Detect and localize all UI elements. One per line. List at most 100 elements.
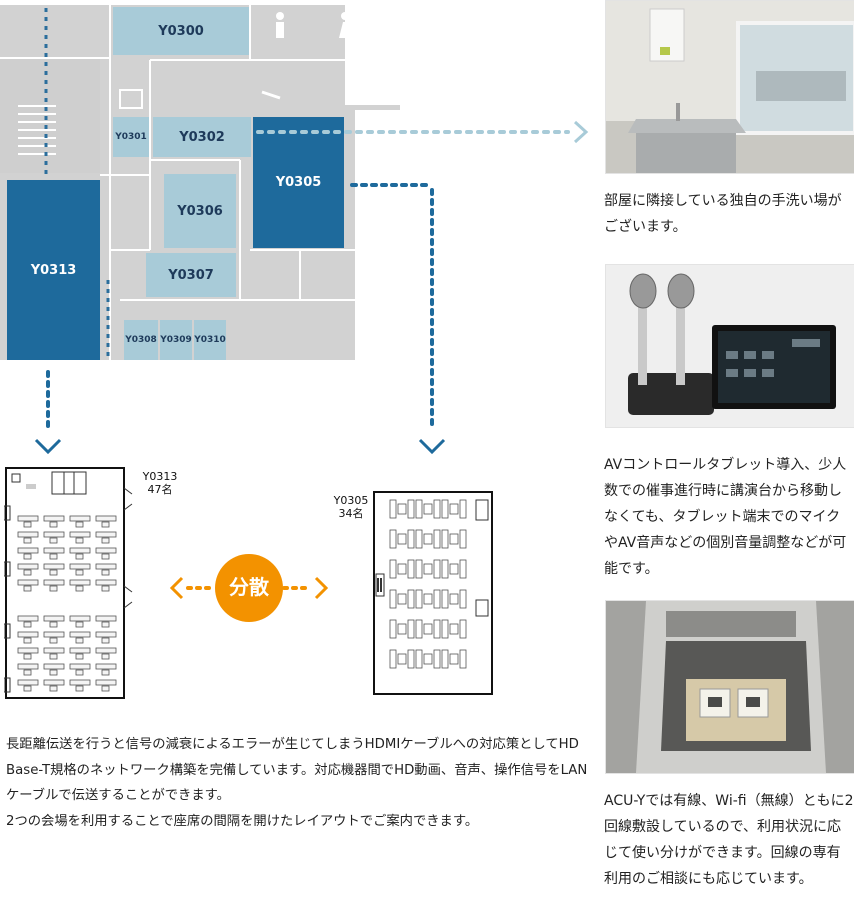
seat <box>75 569 84 576</box>
desk <box>95 615 117 622</box>
seat <box>449 623 459 635</box>
desk <box>95 579 117 586</box>
desk <box>415 559 423 579</box>
desk <box>415 529 423 549</box>
desk <box>17 547 39 554</box>
desk <box>17 531 39 538</box>
room-y0309[interactable]: Y0309 <box>160 320 192 360</box>
main-paragraph-2: 2つの会場を利用することで座席の間隔を開けたレイアウトでご案内できます。 <box>6 813 479 829</box>
desk <box>459 499 467 519</box>
desk <box>407 589 415 609</box>
room-y0306[interactable]: Y0306 <box>164 174 236 248</box>
desk <box>415 589 423 609</box>
room-y0301[interactable]: Y0301 <box>113 117 149 157</box>
seat <box>23 621 32 628</box>
desk <box>441 499 449 519</box>
seat <box>23 553 32 560</box>
desk <box>69 579 91 586</box>
caption-av-tablet: AVコントロールタブレット導入、少人数での催事進行時に講演台から移動しなくても、… <box>604 457 847 577</box>
room-y0300[interactable]: Y0300 <box>113 7 249 55</box>
desk <box>43 615 65 622</box>
seat <box>75 585 84 592</box>
layout-y0313 <box>4 467 133 699</box>
distribute-arrows <box>169 554 329 622</box>
desk <box>95 631 117 638</box>
seat <box>397 593 407 605</box>
seat <box>75 653 84 660</box>
desk <box>95 647 117 654</box>
caption-handwash: 部屋に隣接している独自の手洗い場がございます。 <box>604 193 842 235</box>
desk <box>441 529 449 549</box>
desk <box>407 649 415 669</box>
desk <box>69 547 91 554</box>
desk <box>433 589 441 609</box>
desk <box>17 615 39 622</box>
main-paragraph-1: 長距離伝送を行うと信号の減衰によるエラーが生じてしまうHDMIケーブルへの対応策… <box>6 737 588 803</box>
desk <box>69 679 91 686</box>
desk <box>43 547 65 554</box>
desk <box>95 663 117 670</box>
desk <box>69 531 91 538</box>
connector-lines <box>34 8 589 455</box>
seat <box>449 533 459 545</box>
room-y0307[interactable]: Y0307 <box>146 253 236 297</box>
room-y0313[interactable]: Y0313 <box>7 180 100 360</box>
desk <box>389 559 397 579</box>
seat <box>397 503 407 515</box>
desk <box>459 559 467 579</box>
desk <box>69 631 91 638</box>
desk <box>459 619 467 639</box>
desk <box>17 679 39 686</box>
desk <box>95 679 117 686</box>
seat <box>101 521 110 528</box>
room-y0310[interactable]: Y0310 <box>194 320 226 360</box>
seat <box>397 563 407 575</box>
seat <box>423 503 433 515</box>
seat <box>397 623 407 635</box>
desk <box>69 615 91 622</box>
arrow-down-icon <box>34 438 62 455</box>
layout-right-room: Y0305 <box>333 494 369 507</box>
seat <box>23 521 32 528</box>
room-y0302[interactable]: Y0302 <box>153 117 251 157</box>
seat <box>23 653 32 660</box>
seat <box>75 669 84 676</box>
seat <box>23 537 32 544</box>
desk <box>407 529 415 549</box>
seat <box>23 585 32 592</box>
desk <box>389 589 397 609</box>
desk <box>433 529 441 549</box>
desk <box>389 499 397 519</box>
layout-right-capacity: 34名 <box>338 507 364 520</box>
desk <box>407 559 415 579</box>
desk <box>17 515 39 522</box>
desk <box>69 563 91 570</box>
desk <box>389 619 397 639</box>
room-y0308[interactable]: Y0308 <box>124 320 158 360</box>
desk <box>415 619 423 639</box>
seat <box>75 553 84 560</box>
seat <box>101 685 110 692</box>
photo-lan-outlet <box>605 600 854 774</box>
desk <box>407 619 415 639</box>
seat <box>423 593 433 605</box>
seat <box>49 537 58 544</box>
desk <box>459 649 467 669</box>
caption-lan-outlet: ACU-Yでは有線、Wi-fi（無線）ともに2回線敷設しているので、利用状況に応… <box>604 793 854 887</box>
seat <box>101 621 110 628</box>
desk <box>389 649 397 669</box>
seat <box>49 637 58 644</box>
arrow-left-icon <box>169 576 184 600</box>
layout-left-capacity: 47名 <box>147 483 173 496</box>
seat <box>49 553 58 560</box>
desk <box>407 499 415 519</box>
distribute-badge: 分散 <box>229 575 269 599</box>
main-description: 長距離伝送を行うと信号の減衰によるエラーが生じてしまうHDMIケーブルへの対応策… <box>6 732 598 834</box>
seat <box>49 653 58 660</box>
seat <box>49 669 58 676</box>
desk <box>441 649 449 669</box>
room-y0305[interactable]: Y0305 <box>253 117 344 248</box>
desk <box>17 647 39 654</box>
seat <box>397 653 407 665</box>
desk <box>389 529 397 549</box>
